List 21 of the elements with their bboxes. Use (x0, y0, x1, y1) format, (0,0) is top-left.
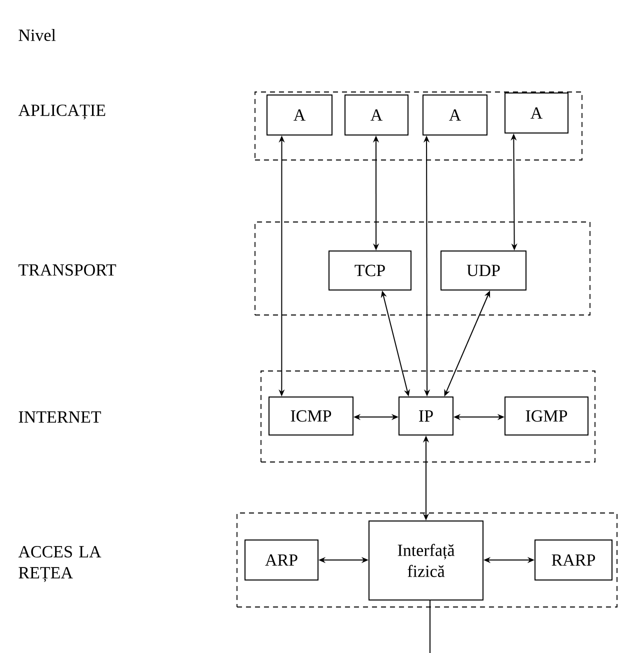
protocol-box: IP (398, 396, 454, 436)
layer-group-box (254, 92, 582, 160)
protocol-box: UDP (440, 250, 526, 290)
protocol-box: ICMP (268, 396, 354, 436)
protocol-box: RARP (534, 540, 612, 580)
protocol-box: IGMP (504, 396, 588, 436)
layer-group-box (236, 512, 618, 608)
protocol-box: ARP (244, 540, 318, 580)
protocol-box: A (504, 92, 568, 134)
protocol-box: TCP (328, 250, 412, 290)
protocol-box: A (422, 94, 488, 136)
heading: Nivel (18, 29, 56, 41)
layer-label: TRANSPORT (18, 264, 116, 276)
layer-group-box (260, 370, 596, 462)
layer-label: ACCES LA REȚEA (18, 546, 102, 582)
layer-label: APLICAȚIE (18, 104, 106, 120)
protocol-box: A (344, 94, 408, 136)
layer-label: INTERNET (18, 411, 101, 423)
protocol-box: Interfață fizică (368, 520, 484, 600)
layer-group-box (254, 222, 590, 316)
protocol-box: A (266, 94, 332, 136)
